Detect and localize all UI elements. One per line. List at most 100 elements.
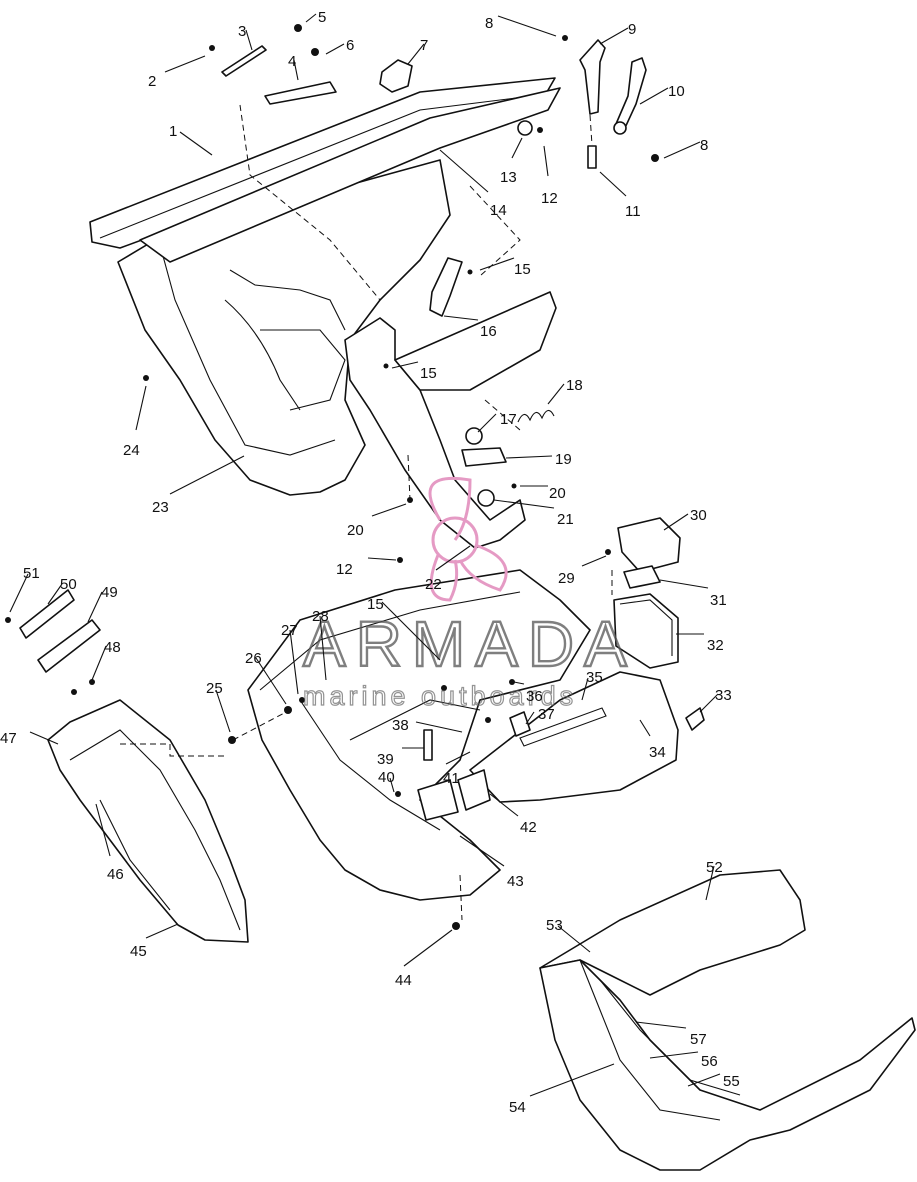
callout-label: 51 <box>23 565 40 582</box>
callout-c20b: 20 <box>347 503 407 539</box>
callout-label: 4 <box>288 53 296 70</box>
callout-label: 38 <box>392 717 409 734</box>
callout-leader <box>389 777 395 793</box>
callout-label: 8 <box>700 137 708 154</box>
callout-label: 20 <box>347 522 364 539</box>
callout-leader <box>505 455 553 459</box>
callout-c5: 5 <box>305 9 326 26</box>
pin-3 <box>221 45 267 77</box>
callout-label: 13 <box>500 169 517 186</box>
callout-label: 46 <box>107 866 124 883</box>
watermark-brand: ARMADA <box>303 608 637 680</box>
latch-33 <box>685 707 705 731</box>
callout-label: 3 <box>238 23 246 40</box>
callout-c27: 27 <box>281 622 299 695</box>
callout-c48: 48 <box>91 639 121 681</box>
callout-c15a: 15 <box>479 257 531 278</box>
callout-leader <box>599 27 629 45</box>
callout-label: 52 <box>706 859 723 876</box>
callout-c33: 33 <box>699 687 732 713</box>
callout-leader <box>435 545 471 571</box>
callout-c21: 21 <box>493 499 574 528</box>
callout-c7: 7 <box>407 37 428 65</box>
callout-c8b: 8 <box>663 137 708 159</box>
callout-c20a: 20 <box>520 485 566 502</box>
callout-c15b: 15 <box>391 361 437 382</box>
callout-label: 47 <box>0 730 17 747</box>
callout-label: 27 <box>281 622 298 639</box>
callout-leader <box>443 315 479 321</box>
callout-label: 29 <box>558 570 575 587</box>
callout-c55: 55 <box>687 1073 740 1090</box>
strip-50 <box>19 589 75 639</box>
callout-c3: 3 <box>238 23 253 51</box>
callout-leader <box>479 257 515 271</box>
callout-label: 45 <box>130 943 147 960</box>
callout-leader <box>439 149 489 193</box>
callout-c29: 29 <box>558 555 607 587</box>
callout-leader <box>445 751 471 765</box>
callout-label: 15 <box>514 261 531 278</box>
callout-leader <box>459 835 505 867</box>
callout-label: 48 <box>104 639 121 656</box>
callout-label: 1 <box>169 123 177 140</box>
callout-c13: 13 <box>500 137 523 186</box>
callout-leader <box>407 43 425 65</box>
callout-c43: 43 <box>459 835 524 890</box>
callout-label: 42 <box>520 819 537 836</box>
callout-label: 11 <box>625 203 641 220</box>
callout-c9: 9 <box>599 21 636 45</box>
callout-c47: 47 <box>0 730 59 747</box>
callout-leader <box>705 865 715 901</box>
fastener-holes <box>5 24 659 930</box>
callout-leader <box>325 43 345 55</box>
lower-body-panel <box>247 569 591 901</box>
callout-c12a: 12 <box>541 145 558 207</box>
callout-leader <box>255 657 287 705</box>
callout-leader <box>599 171 627 197</box>
callout-label: 2 <box>148 73 156 90</box>
callout-leader <box>581 677 589 701</box>
callout-c1: 1 <box>169 123 213 156</box>
callout-c36: 36 <box>513 681 543 705</box>
callout-label: 33 <box>715 687 732 704</box>
bolt-39 <box>423 729 433 761</box>
plate-19 <box>461 447 507 467</box>
callout-leader <box>529 1063 615 1097</box>
callout-c23: 23 <box>152 455 245 516</box>
callout-c2: 2 <box>148 55 206 90</box>
callout-c57: 57 <box>635 1021 707 1048</box>
callout-leader <box>179 131 213 156</box>
side-bracket <box>379 59 413 93</box>
callout-label: 25 <box>206 680 223 697</box>
callout-label: 15 <box>367 596 384 613</box>
callout-leader <box>305 13 317 23</box>
callout-c17: 17 <box>477 411 517 433</box>
callout-c11: 11 <box>599 171 641 220</box>
callout-leader <box>169 455 245 495</box>
callout-c42: 42 <box>489 793 537 836</box>
callout-leader <box>687 1073 721 1087</box>
callout-label: 37 <box>538 706 555 723</box>
callout-label: 28 <box>312 608 329 625</box>
callout-leader <box>91 645 107 681</box>
callout-label: 23 <box>152 499 169 516</box>
callout-c16: 16 <box>443 315 497 340</box>
callout-leader <box>403 929 453 967</box>
callout-label: 20 <box>549 485 566 502</box>
callout-leader <box>639 87 669 105</box>
callout-leader <box>513 681 525 685</box>
callout-leader <box>9 573 29 613</box>
callout-c19: 19 <box>505 451 572 468</box>
callout-c46: 46 <box>95 803 124 883</box>
callout-label: 6 <box>346 37 354 54</box>
callout-leader <box>663 513 689 531</box>
callout-c40: 40 <box>378 769 395 793</box>
callout-leader <box>663 141 701 159</box>
callout-c8a: 8 <box>485 15 557 37</box>
callout-label: 30 <box>690 507 707 524</box>
nut-13 <box>517 120 533 136</box>
callout-c51: 51 <box>9 565 40 613</box>
